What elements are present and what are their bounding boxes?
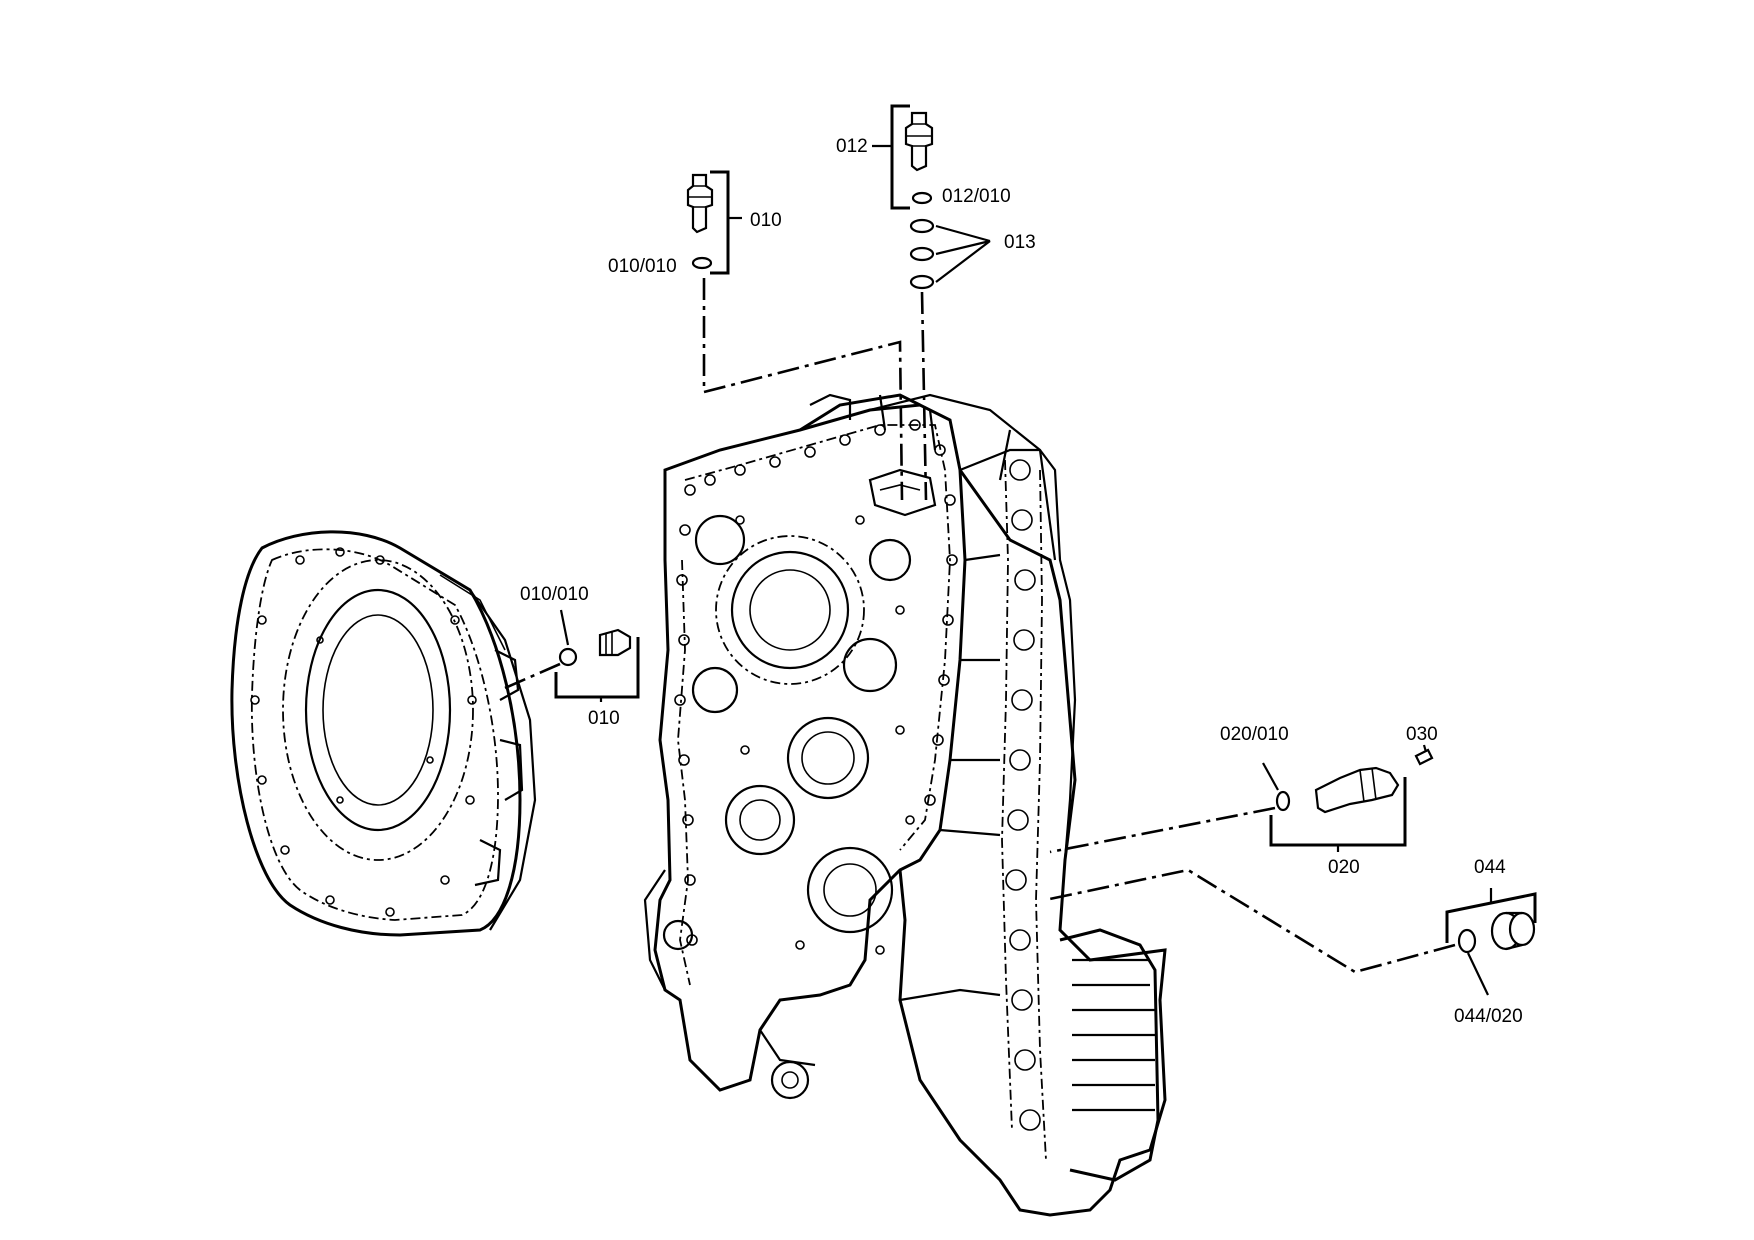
assembly-lines xyxy=(504,278,1456,974)
label-top-left-item: 010 xyxy=(750,210,782,231)
label-right-screw: 030 xyxy=(1406,724,1438,745)
right-sensor-020 xyxy=(1262,744,1434,852)
converter-bell-housing xyxy=(230,530,537,937)
left-o-ring xyxy=(558,647,578,667)
label-right-item: 020 xyxy=(1328,857,1360,878)
ring-013-a xyxy=(909,218,935,234)
top-center-o-ring xyxy=(911,191,933,205)
right-o-ring xyxy=(1275,790,1291,812)
top-left-sensor-010 xyxy=(686,170,742,275)
transmission-housing xyxy=(643,393,1167,1217)
ring-013-b xyxy=(909,246,935,262)
label-plug-seal: 044/020 xyxy=(1454,1006,1523,1027)
label-top-center-rings: 013 xyxy=(1004,232,1036,253)
label-right-seal: 020/010 xyxy=(1220,724,1289,745)
label-left-seal: 010/010 xyxy=(520,584,589,605)
top-left-o-ring xyxy=(691,256,713,270)
top-center-sensor-012 xyxy=(872,104,991,290)
label-plug-item: 044 xyxy=(1474,857,1506,878)
ring-013-c xyxy=(909,274,935,290)
label-top-center-item: 012 xyxy=(836,136,868,157)
label-top-center-seal: 012/010 xyxy=(942,186,1011,207)
plug-044 xyxy=(1445,888,1537,996)
left-sensor-010 xyxy=(554,609,640,702)
label-left-item: 010 xyxy=(588,708,620,729)
label-top-left-seal: 010/010 xyxy=(608,256,677,277)
plug-o-ring xyxy=(1457,928,1477,954)
